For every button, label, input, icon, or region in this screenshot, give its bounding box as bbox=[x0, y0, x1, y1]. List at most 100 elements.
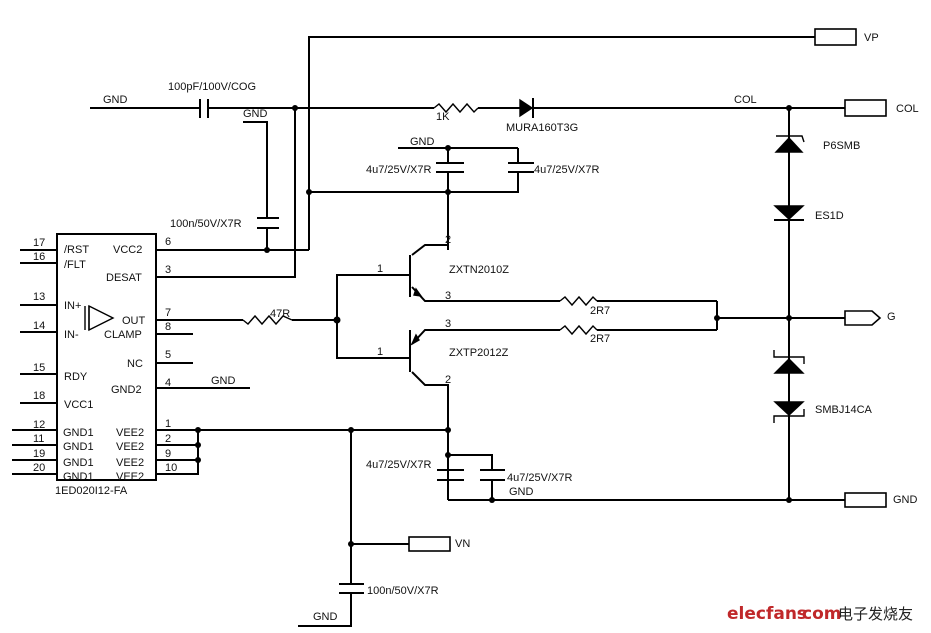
junction bbox=[445, 189, 451, 195]
port-vn bbox=[408, 536, 451, 552]
junction bbox=[348, 541, 354, 547]
pin-number: 3 bbox=[445, 318, 451, 330]
junction bbox=[195, 457, 201, 463]
ic-left-pins: 17 /RST 16 /FLT 13 IN+ 14 IN- 15 RDY 18 … bbox=[33, 237, 94, 483]
label-r-gate: 47R bbox=[270, 308, 290, 320]
pin-name: IN+ bbox=[64, 300, 81, 312]
driver-ic: 1ED020I12-FA bbox=[55, 233, 157, 497]
junction bbox=[445, 145, 451, 151]
label-c-desat: 100pF/100V/COG bbox=[168, 81, 256, 93]
label-d-p6smb: P6SMB bbox=[823, 140, 860, 152]
pin-name: VEE2 bbox=[116, 441, 144, 453]
port-col-label: COL bbox=[896, 103, 919, 115]
net-label-col: COL bbox=[734, 94, 757, 106]
pin-number: 3 bbox=[445, 290, 451, 302]
pin-name: DESAT bbox=[106, 272, 142, 284]
pin-number: 15 bbox=[33, 362, 45, 374]
pin-number: 13 bbox=[33, 291, 45, 303]
junction bbox=[264, 247, 270, 253]
pin-number: 10 bbox=[165, 462, 177, 474]
pin-number: 8 bbox=[165, 321, 171, 333]
capacitors bbox=[199, 99, 534, 594]
net-label-gnd: GND bbox=[211, 375, 236, 387]
junction bbox=[333, 316, 341, 324]
watermark-dot: · bbox=[796, 604, 802, 624]
pin-name: GND1 bbox=[63, 441, 94, 453]
net-label-gnd: GND bbox=[509, 486, 534, 498]
ic-body bbox=[56, 233, 157, 481]
ic-right-pins: VCC2 6 DESAT 3 OUT 7 CLAMP 8 NC 5 GND2 4… bbox=[104, 236, 177, 483]
pin-number: 6 bbox=[165, 236, 171, 248]
pin-name: GND1 bbox=[63, 471, 94, 483]
label-c-vcc2: 100n/50V/X7R bbox=[170, 218, 242, 230]
junction bbox=[306, 189, 312, 195]
pin-number: 1 bbox=[165, 418, 171, 430]
net-label-gnd: GND bbox=[313, 611, 338, 623]
pin-name: VCC2 bbox=[113, 244, 142, 256]
watermark-tld: com bbox=[802, 604, 841, 624]
transistor-pin-numbers: 1 2 3 1 3 2 bbox=[377, 234, 451, 386]
pin-name: OUT bbox=[122, 315, 146, 327]
diode-mura160t3g bbox=[519, 98, 534, 118]
junction bbox=[195, 427, 201, 433]
junction bbox=[489, 497, 495, 503]
pin-number: 11 bbox=[33, 433, 44, 445]
net-label-gnd: GND bbox=[243, 108, 268, 120]
pin-number: 1 bbox=[377, 346, 383, 358]
junction bbox=[445, 452, 451, 458]
pin-name: /RST bbox=[64, 244, 89, 256]
label-q-pnp: ZXTP2012Z bbox=[449, 347, 509, 359]
pin-number: 2 bbox=[445, 234, 451, 246]
junction bbox=[714, 315, 720, 321]
component-labels: 100pF/100V/COG 100n/50V/X7R 1K MURA160T3… bbox=[168, 81, 873, 597]
label-q-npn: ZXTN2010Z bbox=[449, 264, 509, 276]
pin-number: 18 bbox=[33, 390, 45, 402]
label-c-vn: 100n/50V/X7R bbox=[367, 585, 439, 597]
ic-left-pin-lines bbox=[12, 249, 57, 475]
pin-number: 4 bbox=[165, 377, 171, 389]
transistor-pnp bbox=[409, 330, 420, 372]
watermark: elecfans · com 电子发烧友 bbox=[727, 604, 913, 624]
junction bbox=[786, 315, 792, 321]
pin-number: 3 bbox=[165, 264, 171, 276]
label-c-bot-left: 4u7/25V/X7R bbox=[366, 459, 431, 471]
label-d-es1d: ES1D bbox=[815, 210, 844, 222]
watermark-brand: elecfans bbox=[727, 604, 807, 624]
label-c-top-right: 4u7/25V/X7R bbox=[534, 164, 599, 176]
pin-number: 19 bbox=[33, 448, 45, 460]
pin-name: VEE2 bbox=[116, 427, 144, 439]
pin-number: 17 bbox=[33, 237, 45, 249]
ic-part-number: 1ED020I12-FA bbox=[55, 485, 128, 497]
pin-name: CLAMP bbox=[104, 329, 142, 341]
transistor-npn bbox=[409, 255, 423, 297]
port-g bbox=[844, 310, 882, 326]
pin-number: 7 bbox=[165, 307, 171, 319]
junction bbox=[292, 105, 298, 111]
label-d-desat: MURA160T3G bbox=[506, 122, 578, 134]
resistor-r-desat bbox=[433, 102, 479, 114]
diodes bbox=[519, 98, 805, 423]
label-c-top-left: 4u7/25V/X7R bbox=[366, 164, 431, 176]
label-d-smbj: SMBJ14CA bbox=[815, 404, 873, 416]
pin-name: NC bbox=[127, 358, 143, 370]
watermark-cn: 电子发烧友 bbox=[838, 605, 913, 623]
pin-number: 5 bbox=[165, 349, 171, 361]
net-label-gnd: GND bbox=[103, 94, 128, 106]
junction bbox=[195, 442, 201, 448]
label-r-npn: 2R7 bbox=[590, 305, 610, 317]
pin-number: 16 bbox=[33, 251, 45, 263]
label-r-desat: 1K bbox=[436, 111, 450, 123]
pin-name: IN- bbox=[64, 329, 79, 341]
port-vp bbox=[814, 28, 857, 46]
junction bbox=[348, 427, 354, 433]
label-r-pnp: 2R7 bbox=[590, 333, 610, 345]
net-labels: GND GND GND GND GND GND COL bbox=[103, 94, 757, 623]
net-label-gnd: GND bbox=[410, 136, 435, 148]
pin-number: 2 bbox=[445, 374, 451, 386]
ports: VP COL G GND VN bbox=[408, 28, 919, 552]
buffer-symbol bbox=[84, 304, 115, 332]
junctions bbox=[195, 105, 792, 547]
diode-p6smb bbox=[774, 135, 805, 153]
resistors bbox=[242, 102, 598, 336]
